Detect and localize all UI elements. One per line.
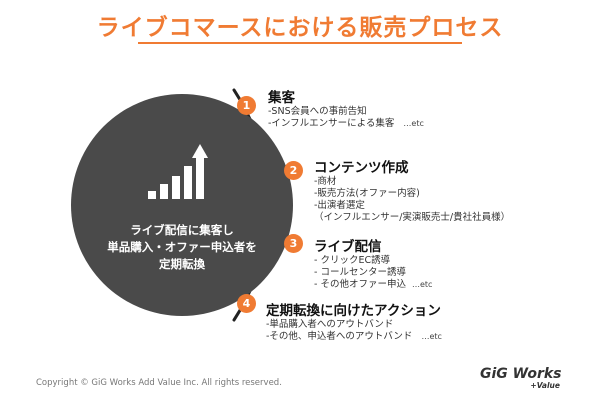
circle-caption-line: ライブ配信に集客し bbox=[130, 223, 234, 237]
step-4-badge: 4 bbox=[237, 294, 256, 313]
logo-main-text: GiG Works bbox=[480, 366, 562, 382]
logo-sub-text: +Value bbox=[530, 381, 560, 390]
company-logo: GiG Works +Value bbox=[480, 366, 562, 394]
step-4: 定期転換に向けたアクション -単品購入者へのアウトバンド -その他、申込者へのア… bbox=[266, 299, 442, 343]
step-2-badge: 2 bbox=[284, 161, 303, 180]
step-2: コンテンツ作成 -商材 -販売方法(オファー内容) -出演者選定 （インフルエン… bbox=[314, 156, 510, 224]
step-4-line: -その他、申込者へのアウトバンド …etc bbox=[266, 331, 442, 343]
page-title: ライブコマースにおける販売プロセス bbox=[96, 15, 504, 41]
step-2-line: -出演者選定 bbox=[314, 200, 365, 211]
step-1-line: -インフルエンサーによる集客 …etc bbox=[268, 118, 424, 130]
step-1-badge: 1 bbox=[237, 96, 256, 115]
step-4-title: 定期転換に向けたアクション bbox=[266, 303, 441, 319]
step-3-line: - その他オファー申込 …etc bbox=[314, 279, 432, 291]
step-2-title: コンテンツ作成 bbox=[314, 160, 409, 176]
step-3: ライブ配信 - クリックEC誘導 - コールセンター誘導 - その他オファー申込… bbox=[314, 235, 432, 291]
title-underline bbox=[138, 42, 462, 44]
step-3-etc: …etc bbox=[412, 280, 433, 289]
step-1-etc: …etc bbox=[403, 119, 424, 128]
circle-caption: ライブ配信に集客し 単品購入・オファー申込者を 定期転換 bbox=[82, 222, 282, 273]
circle-caption-line: 定期転換 bbox=[159, 257, 205, 271]
step-1: 集客 -SNS会員への事前告知 -インフルエンサーによる集客 …etc bbox=[268, 86, 424, 130]
step-4-etc: …etc bbox=[421, 332, 442, 341]
step-1-line-text: -インフルエンサーによる集客 bbox=[268, 118, 395, 129]
step-2-line: -商材 bbox=[314, 176, 337, 187]
step-2-line: （インフルエンサー/実演販売士/貴社社員様） bbox=[314, 212, 511, 223]
step-2-line: -販売方法(オファー内容) bbox=[314, 188, 420, 199]
circle-caption-line: 単品購入・オファー申込者を bbox=[107, 240, 257, 254]
step-4-line-text: -その他、申込者へのアウトバンド bbox=[266, 331, 413, 342]
step-3-title: ライブ配信 bbox=[314, 239, 382, 255]
copyright-footer: Copyright © GiG Works Add Value Inc. All… bbox=[36, 378, 282, 388]
step-1-line: -SNS会員への事前告知 bbox=[268, 106, 367, 117]
growth-bar-chart-icon bbox=[148, 144, 208, 199]
step-3-line: - クリックEC誘導 bbox=[314, 255, 391, 266]
step-3-line: - コールセンター誘導 bbox=[314, 267, 406, 278]
step-4-line: -単品購入者へのアウトバンド bbox=[266, 319, 394, 330]
central-circle bbox=[71, 94, 293, 316]
step-1-title: 集客 bbox=[268, 90, 295, 106]
step-3-line-text: - その他オファー申込 bbox=[314, 279, 406, 290]
step-3-badge: 3 bbox=[284, 234, 303, 253]
